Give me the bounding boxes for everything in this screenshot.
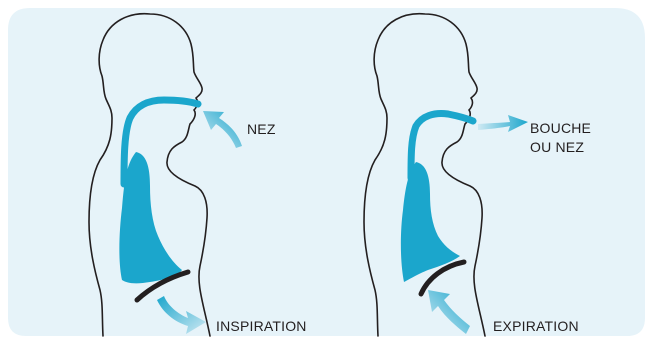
inspiration-label: INSPIRATION bbox=[216, 318, 307, 335]
expiration-label: EXPIRATION bbox=[493, 318, 579, 335]
mouth-label: BOUCHE bbox=[530, 120, 591, 137]
panel-background bbox=[8, 8, 645, 336]
or-nose-label: OU NEZ bbox=[530, 139, 584, 156]
nose-label: NEZ bbox=[247, 121, 276, 138]
